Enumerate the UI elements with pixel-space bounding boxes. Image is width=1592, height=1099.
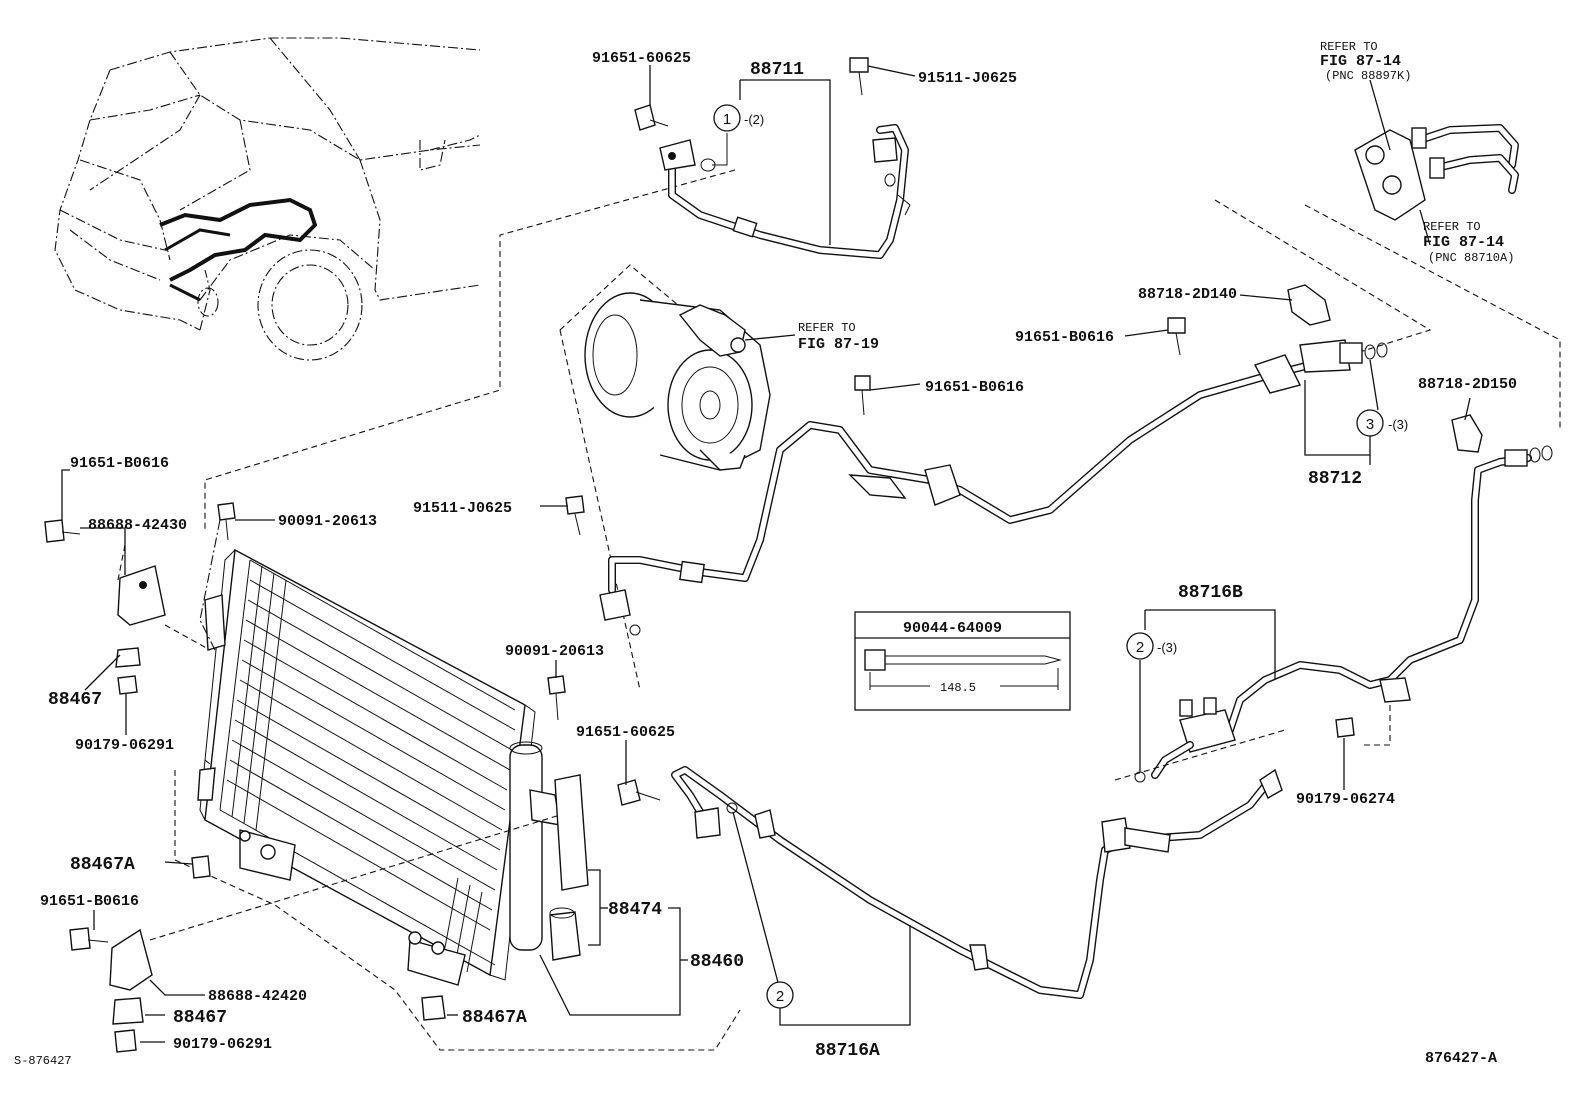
- label-88474: 88474: [608, 900, 662, 920]
- callout-2-lower-number: 2: [776, 988, 784, 1005]
- label-148-5: 148.5: [940, 681, 976, 695]
- leader-lines: [61, 65, 1471, 1043]
- figure-code-left: S-876427: [14, 1054, 72, 1068]
- label-88712: 88712: [1308, 469, 1362, 489]
- label-91651-60625-top: 91651-60625: [592, 50, 691, 67]
- label-90179-06291-lower: 90179-06291: [173, 1036, 272, 1053]
- label-90091-20613-top: 90091-20613: [278, 513, 377, 530]
- label-88716A: 88716A: [815, 1041, 880, 1061]
- callout-2-upper-qty: -(3): [1157, 640, 1177, 655]
- label-88718-2D140: 88718-2D140: [1138, 286, 1237, 303]
- liquid-pipe-88716B: [1134, 445, 1553, 783]
- label-91651-60625-mid: 91651-60625: [576, 724, 675, 741]
- callout-2-upper-number: 2: [1136, 639, 1144, 656]
- label-88467A-left: 88467A: [70, 855, 135, 875]
- discharge-hose: [599, 339, 1388, 636]
- callout-markers: 1 -(2) 3 -(3) 2 -(3) 2: [713, 104, 1408, 1009]
- label-90044-64009: 90044-64009: [903, 620, 1002, 637]
- label-88467-lower: 88467: [173, 1008, 227, 1028]
- assembly-dashed-outlines: [174, 169, 1561, 1051]
- label-refer-fig-87-19-line1: REFER TO: [798, 321, 856, 335]
- upper-pipe-88711: [659, 124, 911, 259]
- label-88718-2D150: 88718-2D150: [1418, 376, 1517, 393]
- figure-code-right: 876427-A: [1425, 1050, 1497, 1067]
- label-88688-42430: 88688-42430: [88, 517, 187, 534]
- ac-compressor: [584, 292, 771, 471]
- label-refer-fig-87-14-top-line3: (PNC 88897K): [1325, 69, 1411, 83]
- label-91651-B0616-lower-left: 91651-B0616: [40, 893, 139, 910]
- label-88688-42420: 88688-42420: [208, 988, 307, 1005]
- label-91651-B0616-right: 91651-B0616: [1015, 329, 1114, 346]
- label-88467-upper: 88467: [48, 690, 102, 710]
- label-90179-06274: 90179-06274: [1296, 791, 1395, 808]
- label-refer-fig-87-19-line2: FIG 87-19: [798, 336, 879, 353]
- label-91651-B0616-center: 91651-B0616: [925, 379, 1024, 396]
- callout-1-number: 1: [723, 111, 731, 128]
- condenser-fins: [219, 559, 516, 973]
- callout-3-number: 3: [1366, 416, 1374, 433]
- part-number-labels: 91651-60625 88711 91511-J0625 REFER TO F…: [40, 40, 1517, 1061]
- callout-3-qty: -(3): [1388, 417, 1408, 432]
- callout-1-qty: -(2): [744, 112, 764, 127]
- label-90179-06291-upper: 90179-06291: [75, 737, 174, 754]
- label-refer-fig-87-14-top-line2: FIG 87-14: [1320, 53, 1401, 70]
- label-91511-J0625-top: 91511-J0625: [918, 70, 1017, 87]
- label-88716B: 88716B: [1178, 583, 1243, 603]
- label-88460: 88460: [690, 952, 744, 972]
- label-refer-fig-87-14-bottom-line3: (PNC 88710A): [1428, 251, 1514, 265]
- label-88467A-bottom: 88467A: [462, 1008, 527, 1028]
- label-refer-fig-87-14-bottom-line1: REFER TO: [1423, 220, 1481, 234]
- callout-2-upper: 2 -(3): [1126, 632, 1177, 660]
- label-refer-fig-87-14-top-line1: REFER TO: [1320, 40, 1378, 54]
- callout-3: 3 -(3): [1356, 409, 1408, 437]
- vehicle-outline-illustration: [54, 37, 481, 361]
- label-90091-20613-mid: 90091-20613: [505, 643, 604, 660]
- label-88711: 88711: [750, 60, 804, 80]
- callout-2-lower: 2: [766, 981, 794, 1009]
- label-91511-J0625-mid: 91511-J0625: [413, 500, 512, 517]
- label-91651-B0616-left: 91651-B0616: [70, 455, 169, 472]
- clamp-dimension-box: [854, 611, 1071, 711]
- liquid-pipe-88716A: [671, 766, 1283, 999]
- figure-codes: S-876427 876427-A: [14, 1050, 1497, 1068]
- label-refer-fig-87-14-bottom-line2: FIG 87-14: [1423, 234, 1504, 251]
- callout-1: 1 -(2): [713, 104, 764, 132]
- condenser-assembly: [197, 548, 561, 986]
- hardware-parts: [44, 57, 1519, 1053]
